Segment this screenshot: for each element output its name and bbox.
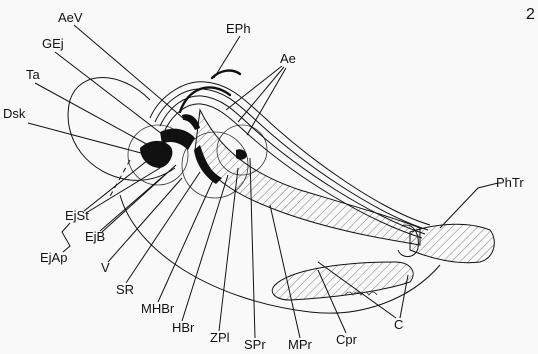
leader-EjB-2	[102, 165, 176, 232]
leader-Ta	[35, 83, 150, 146]
leader-Dsk	[28, 123, 141, 153]
leader-SR	[126, 172, 200, 283]
label-MHBr: MHBr	[141, 301, 175, 316]
label-Ae: Ae	[280, 51, 296, 66]
label-PhTr: PhTr	[496, 175, 524, 190]
label-HBr: HBr	[172, 320, 195, 335]
black-spur	[182, 114, 200, 130]
label-MPr: MPr	[288, 337, 313, 352]
leader-MPr	[270, 205, 300, 338]
label-ZPl: ZPl	[210, 330, 230, 345]
leader-EjSt-1	[84, 160, 148, 211]
hatched-duct	[195, 110, 494, 300]
leader-EjSt-2	[86, 168, 160, 213]
page-number: 2	[526, 6, 535, 23]
leader-MHBr	[158, 178, 214, 302]
leader-AeV	[74, 25, 183, 118]
label-Ta: Ta	[26, 67, 41, 82]
label-GEj: GEj	[42, 36, 64, 51]
leader-EjAp-bracket	[62, 223, 70, 252]
leader-V	[108, 178, 182, 262]
label-AeV: AeV	[58, 10, 83, 25]
leader-ZPl	[219, 168, 238, 331]
black-dot	[236, 149, 247, 159]
label-Dsk: Dsk	[3, 106, 26, 121]
hatched-chamber	[272, 262, 413, 300]
label-C: C	[394, 317, 403, 332]
label-V: V	[101, 260, 110, 275]
black-disc	[140, 141, 172, 168]
leader-PhTr	[440, 183, 498, 228]
label-Cpr: Cpr	[336, 332, 358, 347]
label-SPr: SPr	[244, 337, 266, 352]
leader-GEj	[55, 52, 162, 134]
label-SR: SR	[116, 282, 134, 297]
tail-end	[410, 224, 494, 262]
label-EPh: EPh	[226, 21, 251, 36]
